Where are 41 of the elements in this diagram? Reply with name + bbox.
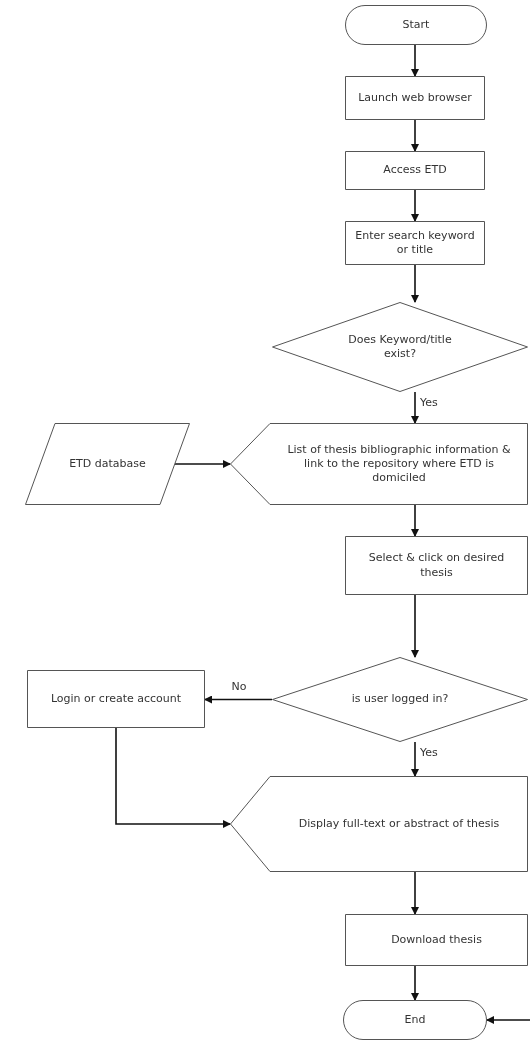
arrow xyxy=(204,695,273,704)
process-box xyxy=(345,914,528,966)
node-text: Launch web browser xyxy=(358,90,472,106)
node-text: Start xyxy=(402,17,430,33)
node-text: End xyxy=(404,1012,426,1028)
node-text: Access ETD xyxy=(383,163,447,178)
node-text: Download thesis xyxy=(391,932,482,948)
arrow xyxy=(411,741,419,777)
arrow xyxy=(486,1016,530,1024)
node-text: ETD database xyxy=(69,456,146,472)
decision-diamond xyxy=(272,302,528,392)
arrow xyxy=(411,189,419,222)
arrow xyxy=(411,391,419,424)
node-text: Enter search keyword or title xyxy=(354,228,476,258)
arrow xyxy=(411,965,419,1001)
decision-diamond xyxy=(272,657,528,742)
node-text: Login or create account xyxy=(50,691,182,707)
display-shape xyxy=(230,423,528,505)
node-text: Display full-text or abstract of thesis xyxy=(298,816,500,832)
data-parallelogram xyxy=(25,423,190,505)
arrow xyxy=(115,727,231,828)
node-text: is user logged in? xyxy=(351,692,449,707)
terminator-shape xyxy=(343,1000,487,1040)
process-box xyxy=(27,670,205,728)
node-text: Does Keyword/title exist? xyxy=(347,332,453,362)
arrow xyxy=(411,264,419,303)
process-box xyxy=(345,221,485,265)
arrow xyxy=(411,504,419,537)
arrow xyxy=(411,871,419,915)
arrow xyxy=(411,44,419,77)
node-text: List of thesis bibliographic information & link to the repository where ETD is domiciled xyxy=(286,442,512,486)
display-shape xyxy=(230,776,528,872)
edge-label: No xyxy=(230,679,248,693)
arrow xyxy=(174,460,231,468)
node-text: Select & click on desired thesis xyxy=(367,551,506,580)
terminator-shape xyxy=(345,5,487,45)
process-box xyxy=(345,151,485,190)
arrow xyxy=(411,119,419,152)
arrow xyxy=(411,594,419,658)
process-box xyxy=(345,76,485,120)
process-box xyxy=(345,536,528,595)
